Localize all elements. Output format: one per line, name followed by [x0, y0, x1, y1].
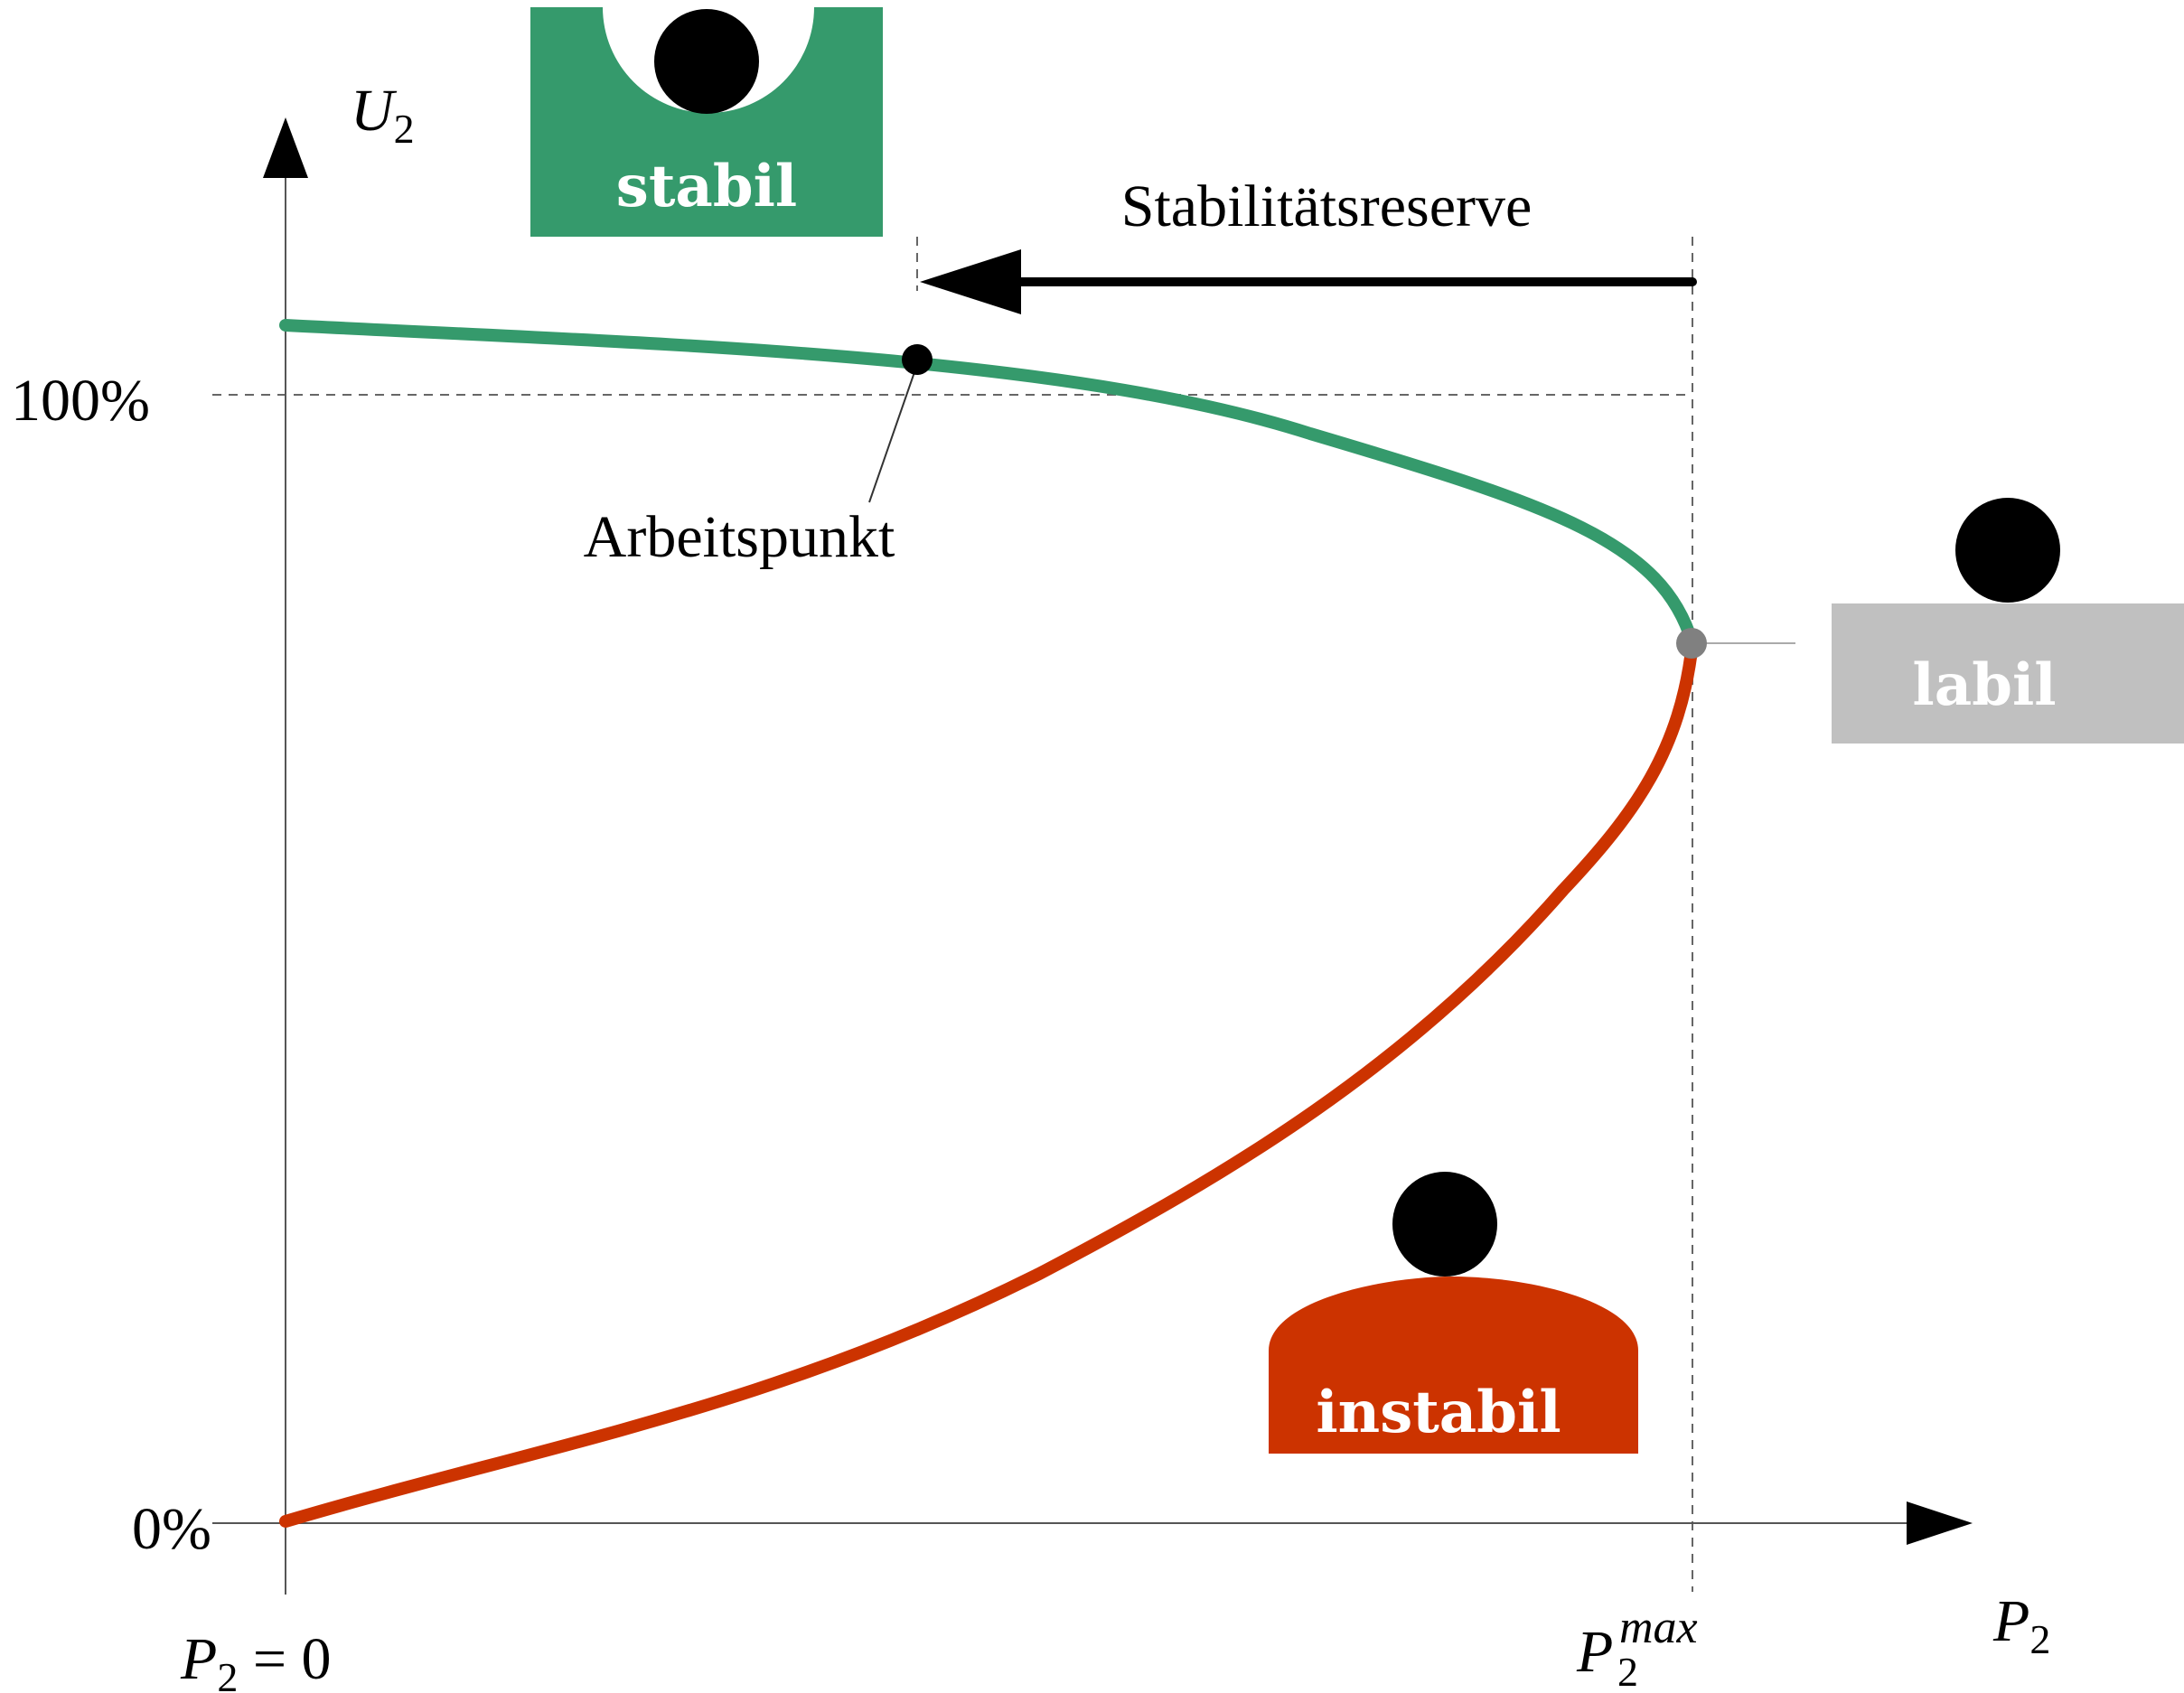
x-axis-label: P2 [1992, 1588, 2050, 1662]
stable-box [530, 7, 883, 237]
x-axis-arrowhead [1907, 1501, 1973, 1545]
stable-ball [654, 9, 759, 114]
tip-point-marker [1676, 628, 1707, 659]
operating-point-label: Arbeitspunkt [584, 504, 895, 570]
reserve-arrowhead [920, 249, 1021, 314]
unstable-branch-curve [279, 637, 1699, 1528]
unstable-ball [1392, 1172, 1497, 1277]
stable-branch-curve [279, 319, 1699, 650]
y-tick-0: 0% [132, 1496, 211, 1562]
unstable-box [1269, 1277, 1638, 1454]
unstable-box-label: instabil [1316, 1379, 1561, 1446]
reserve-label: Stabilitätsreserve [1121, 173, 1533, 239]
operating-point-leader-line [868, 371, 915, 503]
operating-point-marker [902, 344, 933, 375]
y-axis-arrowhead [263, 117, 308, 178]
stable-box-label: stabil [616, 153, 797, 220]
x-tick-origin: P2 = 0 [180, 1626, 332, 1693]
labile-box [1832, 603, 2184, 744]
labile-box-label: labil [1912, 651, 2056, 719]
labile-ball [1955, 498, 2060, 603]
y-tick-100: 100% [11, 368, 150, 434]
y-axis-label: U2 [351, 78, 415, 152]
